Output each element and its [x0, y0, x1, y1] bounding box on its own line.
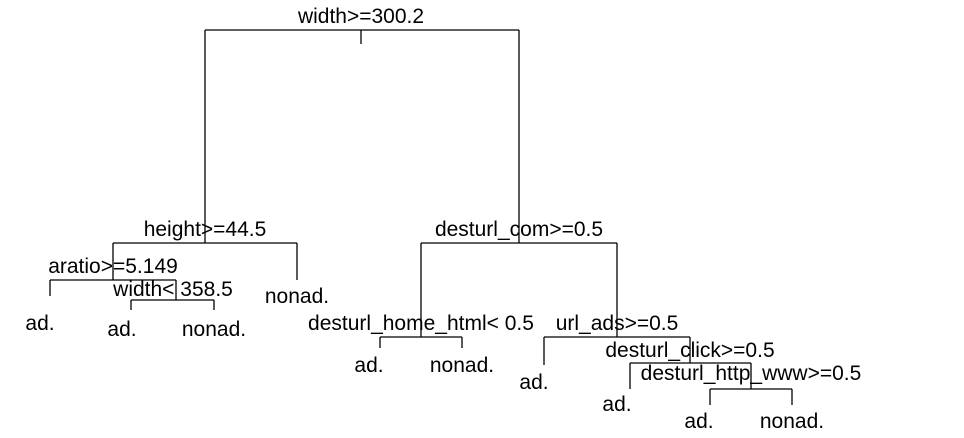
leaf-label: nonad. — [760, 410, 824, 433]
desturl-com-split-label: desturl_com>=0.5 — [435, 218, 603, 241]
tree-edges — [49, 29, 793, 405]
leaf-label: ad. — [602, 393, 631, 416]
leaf-label: nonad. — [182, 318, 246, 341]
leaf-labels: ad. ad. nonad. nonad. ad. nonad. ad. ad.… — [25, 285, 824, 433]
width-split-label: width< 358.5 — [112, 278, 233, 301]
leaf-label: nonad. — [430, 354, 494, 377]
leaf-label: ad. — [25, 312, 54, 335]
split-labels: width>=300.2 height>=44.5 aratio>=5.149 … — [48, 5, 861, 385]
root-split-label: width>=300.2 — [297, 5, 424, 28]
height-split-label: height>=44.5 — [144, 218, 267, 241]
aratio-split-label: aratio>=5.149 — [48, 255, 178, 278]
leaf-label: ad. — [354, 354, 383, 377]
desturl-home-html-split-label: desturl_home_html< 0.5 — [308, 312, 534, 335]
desturl-http-www-split-label: desturl_http_www>=0.5 — [641, 362, 862, 385]
leaf-label: ad. — [519, 371, 548, 394]
leaf-label: nonad. — [265, 285, 329, 308]
leaf-label: ad. — [107, 318, 136, 341]
url-ads-split-label: url_ads>=0.5 — [556, 312, 679, 335]
leaf-label: ad. — [684, 410, 713, 433]
desturl-click-split-label: desturl_click>=0.5 — [605, 339, 774, 362]
